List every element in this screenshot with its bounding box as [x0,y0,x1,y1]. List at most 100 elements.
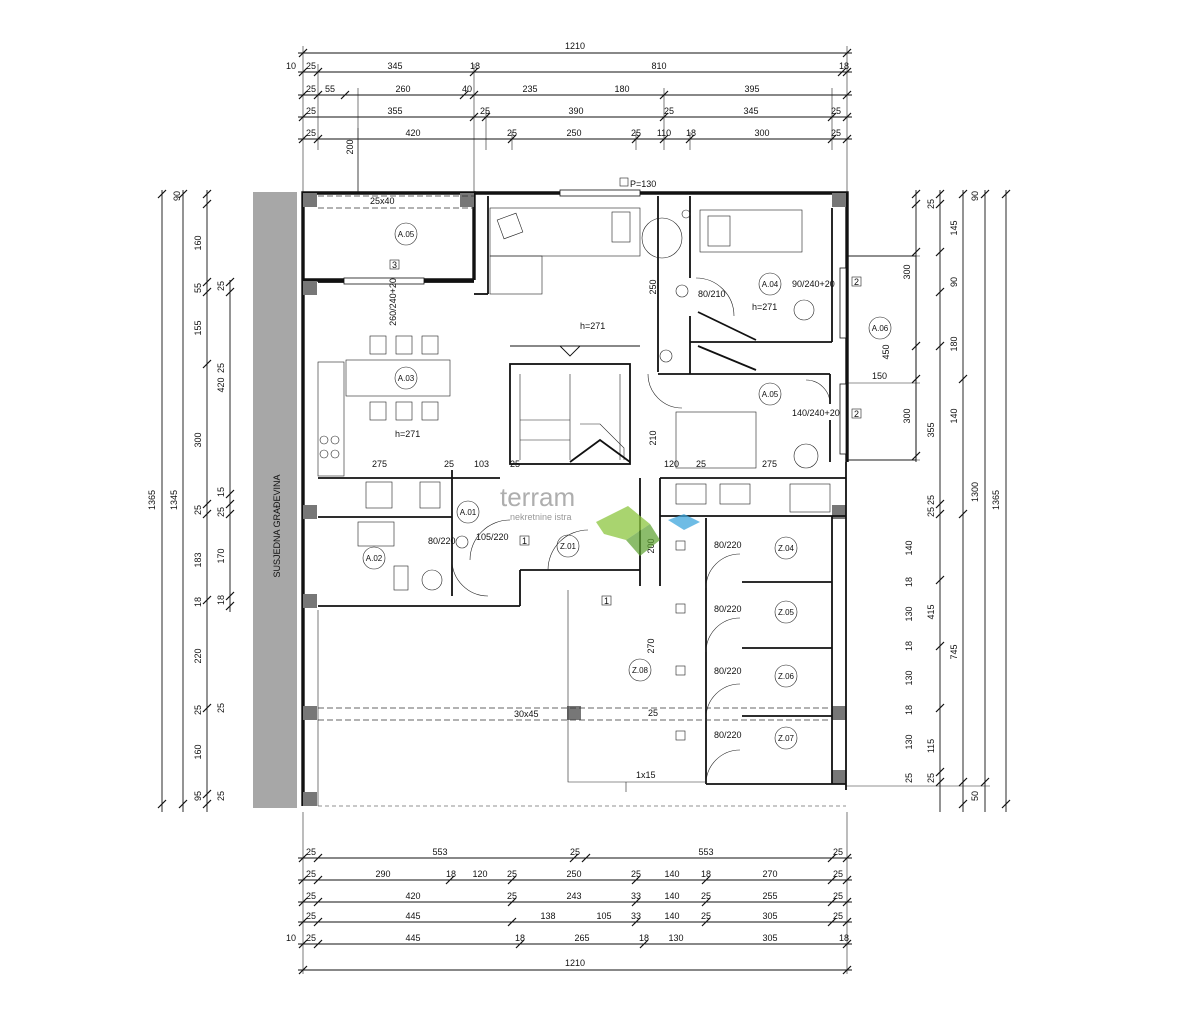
right-dim: 180 [949,336,959,351]
marker-label: 2 [854,277,859,287]
bottom-dim: 25 [306,869,316,879]
door-tag: 80/220 [714,540,742,550]
right-dim: 25 [926,507,936,517]
left-dim: 200 [345,139,355,154]
watermark-brand: terram [500,482,575,512]
top-dim: 810 [651,61,666,71]
right-dim: 90 [949,277,959,287]
right-dim: 90 [970,191,980,201]
left-dim: 183 [193,552,203,567]
annotation-dim: 25 [648,708,658,718]
left-dimension-chains: 1365 1345 90 160 55 155 300 25 183 18 22… [147,128,359,812]
top-dim: 25 [831,128,841,138]
top-dim: 18 [686,128,696,138]
right-dim: 130 [904,670,914,685]
right-dim: 18 [904,705,914,715]
door-tag: 80/210 [698,289,726,299]
right-dim: 25 [926,495,936,505]
marker-label: 1 [522,536,527,546]
top-dim: 25 [507,128,517,138]
annotation-step: 1x15 [636,770,656,780]
top-dim-total: 1210 [565,41,585,51]
right-dim: 745 [949,644,959,659]
bottom-dim: 33 [631,911,641,921]
watermark-logo: terram nekretnine istra [500,482,700,556]
top-dim: 40 [462,84,472,94]
bottom-dim: 33 [631,891,641,901]
door-swings [451,277,831,785]
right-dim: 140 [949,408,959,423]
right-dim: 300 [902,408,912,423]
right-dim: 450 [881,344,891,359]
top-dim: 390 [568,106,583,116]
left-dim: 155 [193,320,203,335]
bottom-dim: 18 [639,933,649,943]
room-label-z05: Z.05 [778,608,795,617]
bottom-dim: 25 [631,869,641,879]
right-dim: 25 [926,773,936,783]
left-dim-total: 1345 [169,490,179,510]
top-dim: 235 [522,84,537,94]
room-label-a04: A.04 [762,280,779,289]
bottom-dim: 553 [698,847,713,857]
room-label-a01: A.01 [460,508,477,517]
window-tag: 260/240+20 [388,278,398,326]
top-dim: 25 [306,128,316,138]
window-tag: 140/240+20 [792,408,840,418]
building-walls [301,189,917,807]
right-dim: 115 [926,739,936,753]
left-dim: 90 [172,191,182,201]
right-dim: 140 [904,540,914,555]
bottom-dim: 105 [596,911,611,921]
right-dim: 50 [970,791,980,801]
room-label-z01: Z.01 [560,542,577,551]
annotation-h271: h=271 [395,429,420,439]
bottom-dim: 25 [306,847,316,857]
left-dim: 55 [193,283,203,293]
furniture [317,207,831,591]
bottom-dim: 25 [306,911,316,921]
bottom-dim: 140 [664,869,679,879]
bottom-dim: 25 [507,891,517,901]
bottom-dim: 25 [833,869,843,879]
bottom-dim: 553 [432,847,447,857]
annotations: P=130 h=271 h=271 h=271 25x40 30x45 1x15… [370,177,887,780]
room-label-z04: Z.04 [778,544,795,553]
door-tag: 105/220 [476,532,509,542]
annotation-h271: h=271 [752,302,777,312]
room-label-z08: Z.08 [632,666,649,675]
bottom-dim: 10 [286,933,296,943]
door-tag: 80/220 [428,536,456,546]
bottom-dim: 18 [515,933,525,943]
bottom-dim: 25 [833,911,843,921]
bottom-dim: 445 [405,911,420,921]
annotation-dim: 275 [372,459,387,469]
right-dim: 355 [926,422,936,437]
top-dim: 25 [664,106,674,116]
top-dim: 25 [306,61,316,71]
annotation-dim: 150 [872,371,887,381]
right-dimension-chains: 1365 1300 90 25 145 90 180 140 355 25 25… [846,189,1011,812]
annotation-dim: 25 [444,459,454,469]
top-dim: 25 [831,106,841,116]
right-dim: 415 [926,604,936,619]
annotation-dim: 275 [762,459,777,469]
bottom-dim: 130 [668,933,683,943]
room-label-a03: A.03 [398,374,415,383]
left-dim: 25 [216,281,226,291]
right-dim: 145 [949,220,959,235]
bottom-dim: 445 [405,933,420,943]
top-dim: 300 [754,128,769,138]
bottom-dim: 18 [446,869,456,879]
right-dim: 18 [904,641,914,651]
annotation-beam-top: 25x40 [370,196,395,206]
left-dim: 160 [193,235,203,250]
marker-label: 3 [392,260,397,270]
bottom-dim: 305 [762,911,777,921]
bottom-dim: 18 [839,933,849,943]
neighbor-building-strip [253,192,297,808]
top-dim: 180 [614,84,629,94]
bottom-dim: 243 [566,891,581,901]
annotation-dim: 25 [510,459,520,469]
top-dim: 25 [631,128,641,138]
